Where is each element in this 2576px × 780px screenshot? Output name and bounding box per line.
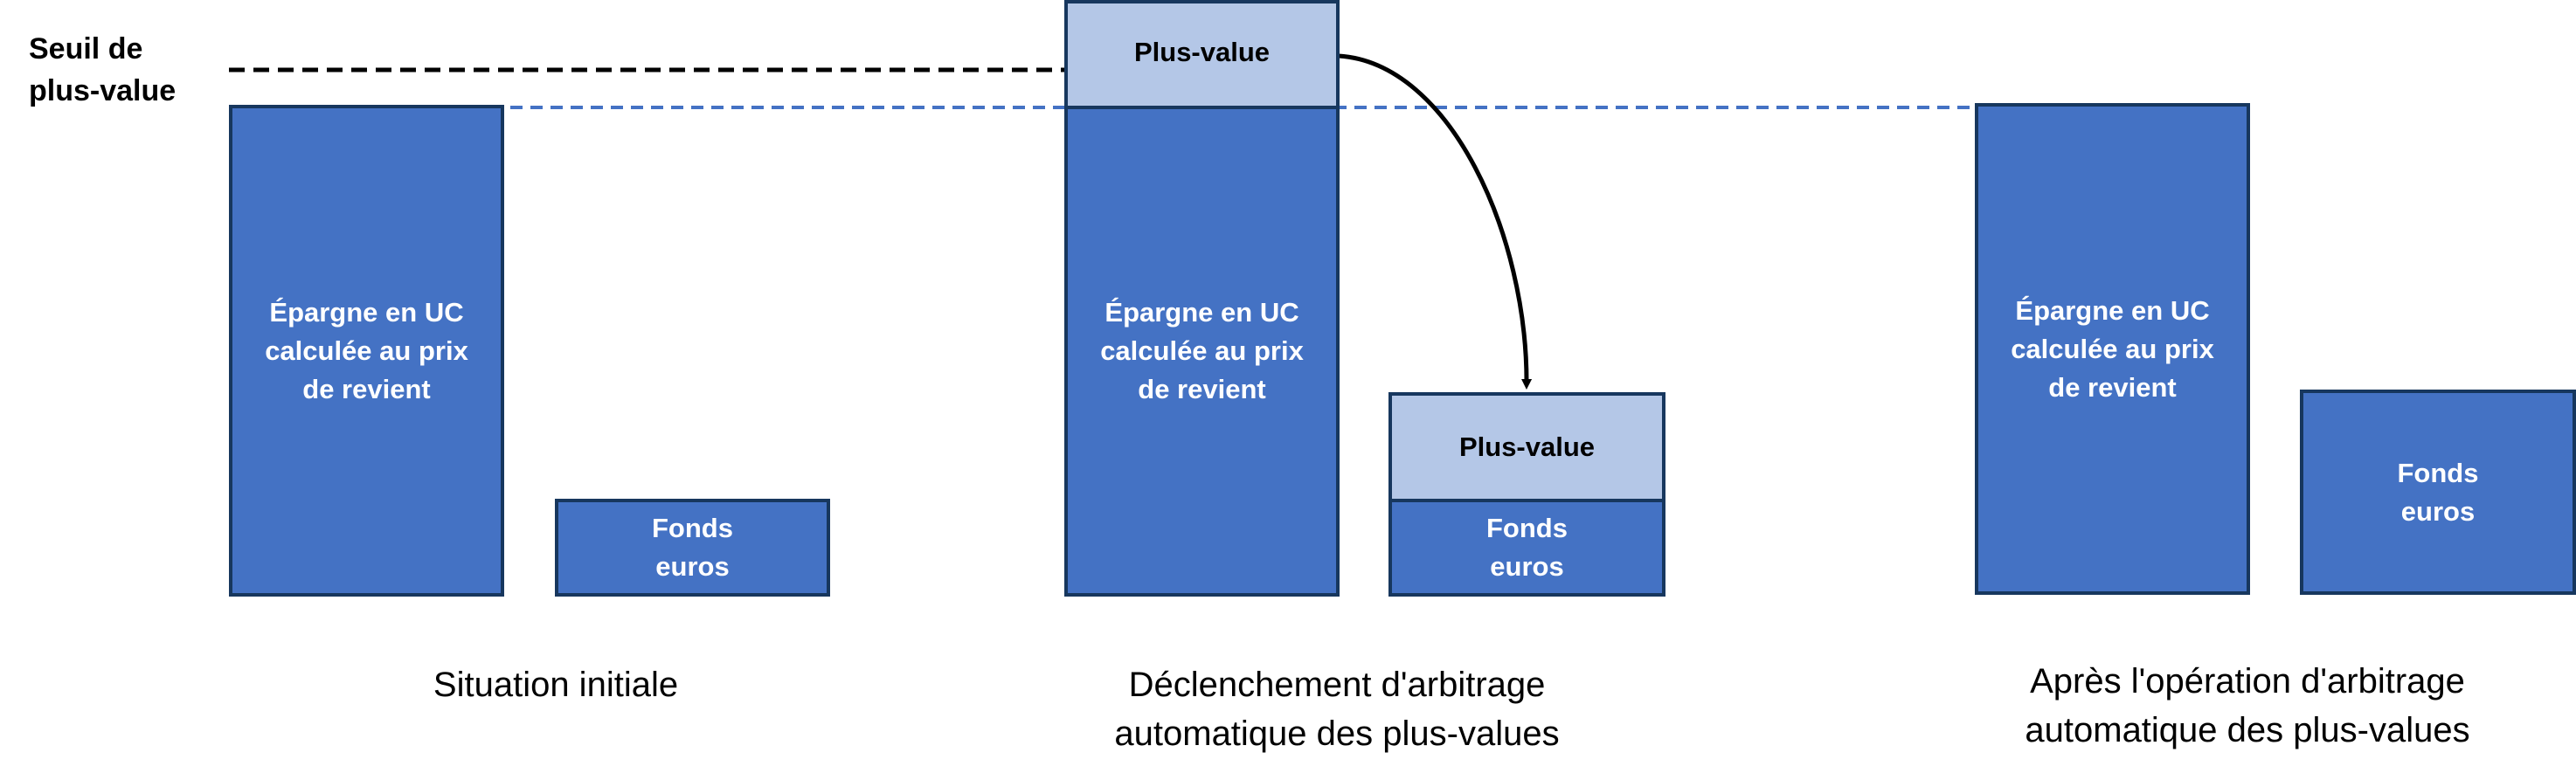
uc-savings-bar-after: Épargne en UC calculée au prix de revien…: [1975, 103, 2250, 595]
fonds-euros-bar-trigger: Fonds euros: [1388, 499, 1665, 597]
plus-value-top-label: Plus-value: [1133, 37, 1271, 67]
caption-declenchement: Déclenchement d'arbitrage automatique de…: [1114, 666, 1560, 753]
plus-value-top-block: Plus-value: [1064, 0, 1340, 109]
caption-situation-initiale: Situation initiale: [433, 666, 679, 704]
fonds-euros-label: Fonds euros: [1486, 513, 1568, 582]
uc-savings-label: Épargne en UC calculée au prix de revien…: [2011, 294, 2214, 403]
fonds-euros-label: Fonds euros: [2397, 457, 2479, 527]
threshold-label: Seuil de plus-value: [29, 32, 177, 107]
uc-savings-label: Épargne en UC calculée au prix de revien…: [265, 296, 468, 404]
uc-savings-bar-initial: Épargne en UC calculée au prix de revien…: [229, 105, 504, 597]
plus-value-moved-block: Plus-value: [1388, 392, 1665, 502]
caption-apres-operation: Après l'opération d'arbitrage automatiqu…: [2025, 662, 2470, 749]
fonds-euros-bar-after: Fonds euros: [2300, 390, 2576, 595]
fonds-euros-label: Fonds euros: [652, 513, 733, 582]
fonds-euros-bar-initial: Fonds euros: [555, 499, 830, 597]
plus-value-moved-label: Plus-value: [1458, 431, 1596, 462]
transfer-arrow: [1338, 53, 1533, 390]
uc-savings-label: Épargne en UC calculée au prix de revien…: [1100, 297, 1304, 404]
uc-savings-bar-trigger: Épargne en UC calculée au prix de revien…: [1064, 106, 1340, 597]
